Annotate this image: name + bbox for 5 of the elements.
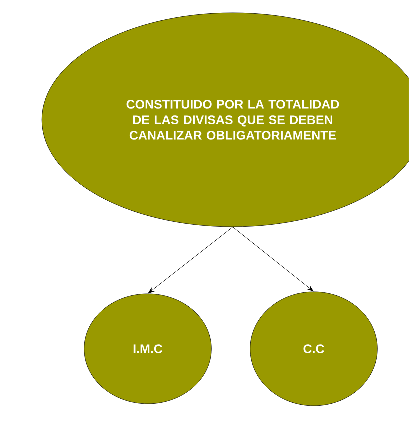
circle-node: I.M.C bbox=[84, 294, 212, 404]
arrow bbox=[232, 226, 314, 292]
ellipse-node: CONSTITUIDO POR LA TOTALIDAD DE LAS DIVISAS QUE SE DEBEN CANALIZAR OBLIGATORIAMENTE bbox=[42, 12, 409, 228]
arrow bbox=[148, 226, 234, 294]
circle-node: C.C bbox=[250, 292, 378, 406]
